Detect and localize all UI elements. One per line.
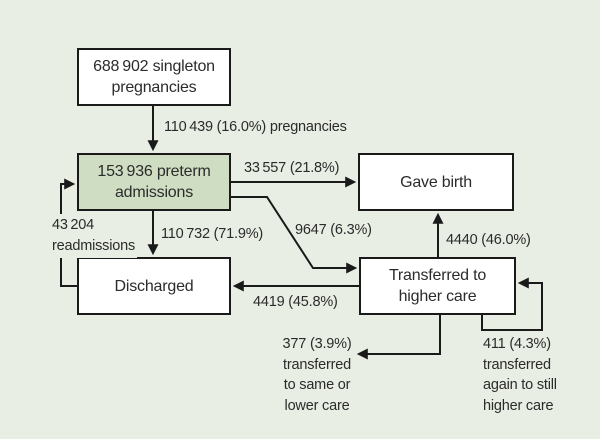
node-singleton-pregnancies-line1: 688 902 singleton xyxy=(93,58,215,75)
label-readmissions-line1: 43 204 xyxy=(52,217,95,233)
label-same-lower-line4: lower care xyxy=(284,397,350,414)
node-preterm-admissions-line1: 153 936 preterm xyxy=(97,163,211,180)
arrow-transferred-again-higher-loop xyxy=(481,277,543,331)
label-transferred-again-higher: 411 (4.3%) transferred again to still hi… xyxy=(483,334,557,416)
label-transferred-same-or-lower: 377 (3.9%) transferred to same or lower … xyxy=(276,334,358,416)
label-readmissions-line2: readmissions xyxy=(52,238,136,254)
label-discharged-flow: 110 732 (71.9%) xyxy=(161,226,264,242)
label-transferred-to-discharged: 4419 (45.8%) xyxy=(253,294,338,310)
label-gave-birth-flow: 33 557 (21.8%) xyxy=(244,160,340,176)
label-readmissions: 43 204 readmissions xyxy=(50,214,138,258)
node-transferred-higher-care: Transferred to higher care xyxy=(359,257,516,315)
arrow-transferred-same-or-lower xyxy=(356,314,441,360)
node-singleton-pregnancies-line2: pregnancies xyxy=(111,79,197,96)
label-again-higher-line1: 411 (4.3%) xyxy=(483,336,551,352)
label-same-lower-line2: transferred xyxy=(283,356,351,373)
node-gave-birth: Gave birth xyxy=(358,153,514,211)
node-discharged-label: Discharged xyxy=(114,277,194,295)
label-again-higher-line2: transferred xyxy=(483,356,551,373)
label-same-lower-line3: to same or xyxy=(283,377,351,393)
label-transferred-to-gave-birth: 4440 (46.0%) xyxy=(446,232,531,248)
label-again-higher-line3: again to still xyxy=(483,377,557,393)
arrow-preterm-to-transferred xyxy=(231,196,358,274)
label-pregnancies-flow: 110 439 (16.0%) pregnancies xyxy=(164,119,347,135)
node-transferred-line1: Transferred to xyxy=(388,267,487,284)
node-gave-birth-label: Gave birth xyxy=(400,173,472,191)
node-discharged: Discharged xyxy=(77,257,231,315)
node-preterm-admissions-line2: admissions xyxy=(114,184,194,201)
label-same-lower-line1: 377 (3.9%) xyxy=(282,336,352,352)
label-transferred-flow: 9647 (6.3%) xyxy=(295,222,372,238)
node-preterm-admissions: 153 936 preterm admissions xyxy=(77,153,231,211)
label-again-higher-line4: higher care xyxy=(483,397,554,414)
node-transferred-line2: higher care xyxy=(398,288,477,305)
node-singleton-pregnancies: 688 902 singleton pregnancies xyxy=(77,48,231,106)
